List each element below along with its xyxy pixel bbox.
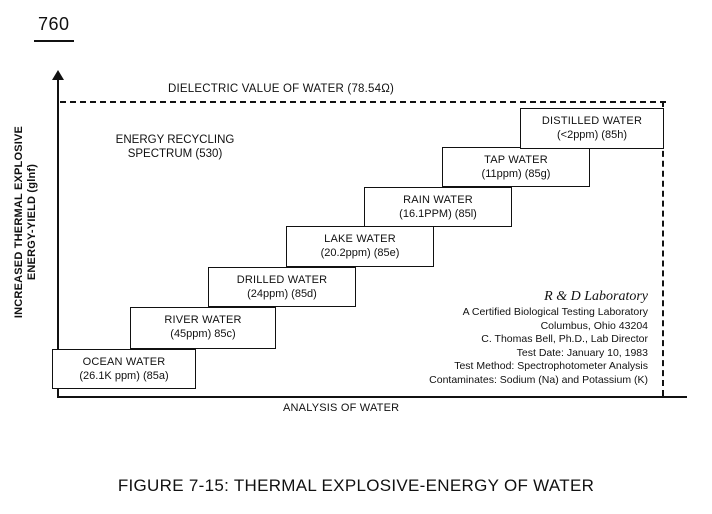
step-name: RIVER WATER	[164, 314, 242, 326]
lab-line: Test Method: Spectrophotometer Analysis	[454, 360, 648, 372]
right-dashed-line	[662, 101, 664, 396]
step-drilled-water: DRILLED WATER (24ppm) (85d)	[208, 267, 356, 307]
step-detail: (20.2ppm) (85e)	[320, 247, 400, 259]
step-ocean-water: OCEAN WATER (26.1K ppm) (85a)	[52, 349, 196, 389]
lab-title: R & D Laboratory	[544, 289, 648, 304]
step-tap-water: TAP WATER (11ppm) (85g)	[442, 147, 590, 187]
lab-line: Test Date: January 10, 1983	[516, 346, 648, 359]
lab-line: Contaminates: Sodium (Na) and Potassium …	[429, 373, 648, 386]
dielectric-dashed-line	[60, 101, 666, 103]
y-axis-label: INCREASED THERMAL EXPLOSIVE ENERGY-YIELD…	[13, 102, 39, 342]
step-river-water: RIVER WATER (45ppm) 85c)	[130, 307, 276, 349]
y-axis-label-line2: ENERGY-YIELD (glnf)	[26, 163, 38, 281]
step-rain-water: RAIN WATER (16.1PPM) (85l)	[364, 187, 512, 227]
step-detail: (45ppm) 85c)	[170, 328, 236, 340]
step-name: TAP WATER	[484, 154, 548, 166]
step-name: RAIN WATER	[403, 194, 473, 206]
x-axis-line	[57, 396, 687, 398]
step-detail: (24ppm) (85d)	[247, 288, 317, 300]
step-detail: (11ppm) (85g)	[481, 168, 551, 180]
step-name: OCEAN WATER	[82, 356, 166, 368]
page-number-underline	[34, 40, 74, 42]
spectrum-label-line2: SPECTRUM (530)	[127, 148, 223, 160]
lab-line: C. Thomas Bell, Ph.D., Lab Director	[481, 333, 648, 345]
lab-line: A Certified Biological Testing Laborator…	[462, 306, 648, 318]
x-axis-label: ANALYSIS OF WATER	[283, 402, 400, 414]
step-name: DISTILLED WATER	[541, 115, 643, 127]
lab-line: Columbus, Ohio 43204	[540, 319, 648, 332]
step-name: LAKE WATER	[324, 233, 396, 245]
figure-caption: FIGURE 7-15: THERMAL EXPLOSIVE-ENERGY OF…	[117, 476, 595, 495]
step-distilled-water: DISTILLED WATER (<2ppm) (85h)	[520, 108, 664, 149]
spectrum-label: ENERGY RECYCLING SPECTRUM (530)	[100, 133, 250, 161]
page-number: 760	[38, 14, 70, 34]
step-detail: (16.1PPM) (85l)	[399, 208, 477, 220]
lab-info-block: R & D Laboratory A Certified Biological …	[406, 288, 648, 387]
dielectric-label: DIELECTRIC VALUE OF WATER (78.54Ω)	[168, 83, 395, 95]
step-name: DRILLED WATER	[236, 274, 328, 286]
step-detail: (<2ppm) (85h)	[556, 129, 627, 141]
spectrum-label-line1: ENERGY RECYCLING	[115, 134, 235, 146]
step-lake-water: LAKE WATER (20.2ppm) (85e)	[286, 226, 434, 267]
y-axis-arrow-icon	[52, 70, 64, 80]
y-axis-label-line1: INCREASED THERMAL EXPLOSIVE	[13, 125, 25, 319]
step-detail: (26.1K ppm) (85a)	[79, 370, 169, 382]
y-axis-line	[57, 76, 59, 398]
